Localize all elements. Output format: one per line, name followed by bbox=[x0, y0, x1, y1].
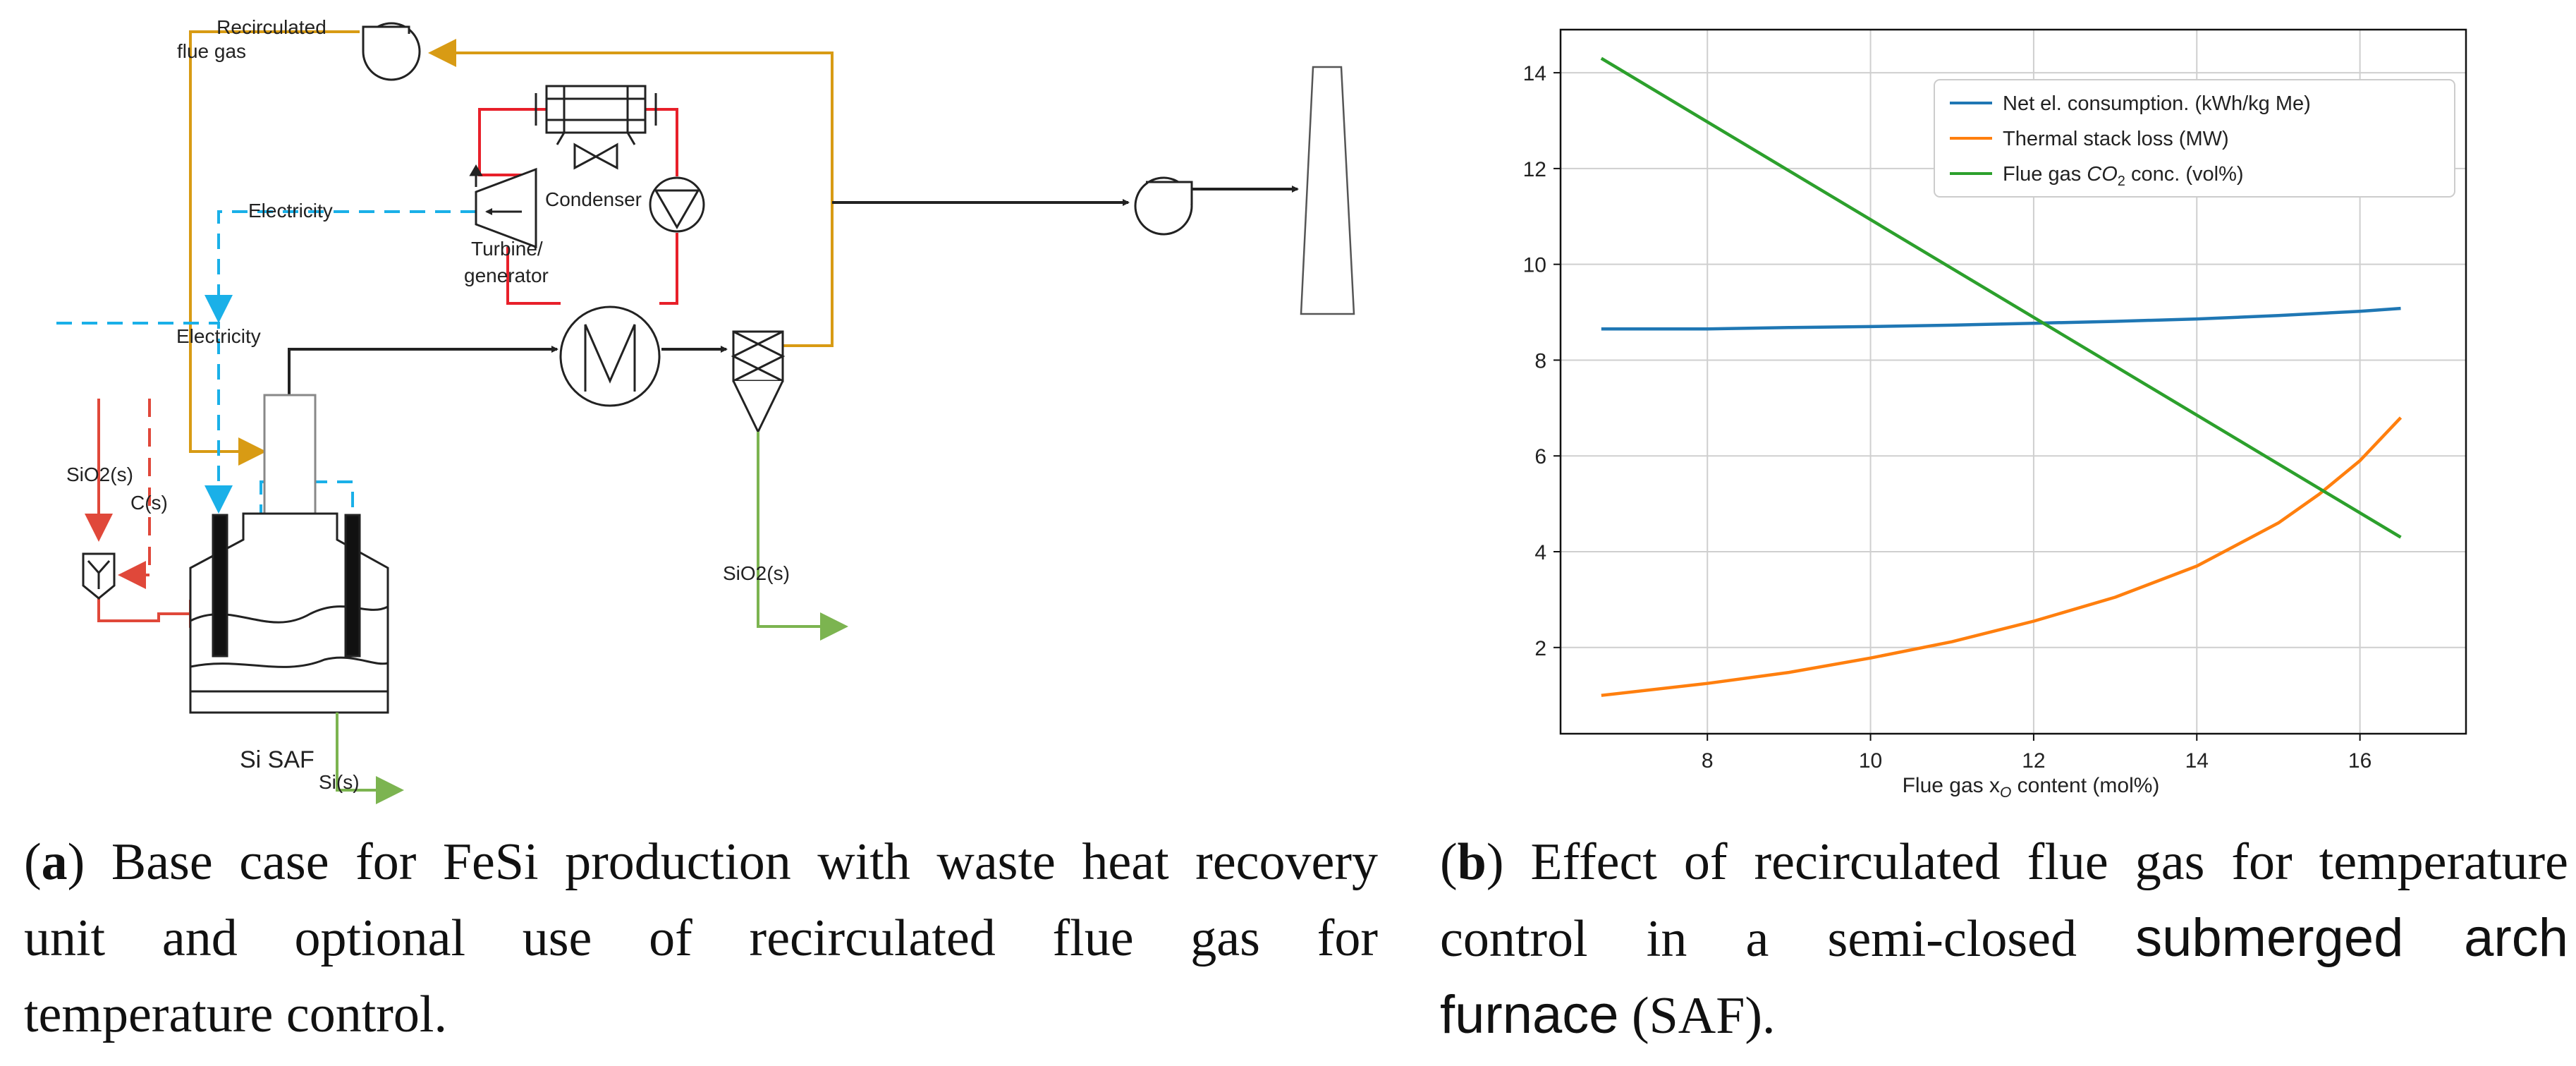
legend-box bbox=[1934, 79, 2455, 198]
process-flow-diagram: Recirculated flue gas Electricity Electr… bbox=[56, 16, 1355, 804]
turbine-generator-icon bbox=[469, 164, 537, 249]
caption-a-line-1: (a) Base case for FeSi production with w… bbox=[24, 833, 1378, 891]
x-axis-ticks: 8 10 12 14 16 bbox=[1702, 734, 2371, 773]
flue-gas-line bbox=[288, 186, 1299, 395]
condenser-icon bbox=[535, 85, 657, 170]
stack-icon bbox=[1300, 66, 1355, 315]
caption-a-text-1: Base case for FeSi production with waste… bbox=[111, 833, 1378, 891]
caption-b-label: b bbox=[1457, 833, 1487, 891]
exhaust-fan-icon bbox=[1134, 176, 1193, 236]
x-tick-label: 14 bbox=[2185, 749, 2209, 773]
caption-a-line-3: temperature control. bbox=[24, 986, 447, 1043]
caption-a-line-2: unit and optional use of recirculated fl… bbox=[24, 909, 1378, 967]
series-line-thermal-stack-loss bbox=[1601, 416, 2403, 697]
recirculation-fan-icon bbox=[362, 22, 421, 81]
recirculated-flue-gas-label-2: flue gas bbox=[177, 40, 246, 62]
x-axis-label: Flue gas xO content (mol%) bbox=[1903, 774, 2160, 801]
feed-hopper-icon bbox=[82, 552, 116, 600]
si-product-line bbox=[336, 713, 404, 804]
chart-series bbox=[1600, 56, 2403, 697]
caption-a: (a) Base case for FeSi production with w… bbox=[24, 824, 1378, 1053]
legend-label-net-el: Net el. consumption. (kWh/kg Me) bbox=[2003, 92, 2311, 115]
sio2-offtake-label: SiO2(s) bbox=[723, 562, 790, 584]
caption-b-text-3-sans: furnace bbox=[1440, 985, 1619, 1045]
caption-b-text-3: (SAF). bbox=[1632, 987, 1776, 1045]
caption-b-text-2: control in a semi-closed bbox=[1440, 910, 2077, 968]
furnace-icon bbox=[189, 394, 389, 714]
si-product-label: Si(s) bbox=[319, 771, 360, 793]
series-line-co2-conc bbox=[1600, 56, 2402, 539]
legend-label-stack-loss: Thermal stack loss (MW) bbox=[2003, 128, 2229, 150]
caption-b-line-1: (b) Effect of recirculated flue gas for … bbox=[1440, 833, 2568, 891]
x-tick-label: 12 bbox=[2022, 749, 2045, 773]
x-tick-label: 8 bbox=[1702, 749, 1714, 773]
caption-b-line-2: control in a semi-closed submerged arch bbox=[1440, 900, 2568, 977]
plot-frame bbox=[1559, 28, 2467, 735]
line-chart: 8 10 12 14 16 2 4 6 8 10 12 14 Net el. consumption… bbox=[1523, 28, 2467, 801]
caption-b-text-1: Effect of recirculated flue gas for temp… bbox=[1530, 833, 2568, 891]
feed-lines bbox=[85, 399, 217, 628]
y-axis-ticks: 2 4 6 8 10 12 14 bbox=[1523, 62, 1561, 660]
x-tick-label: 16 bbox=[2348, 749, 2371, 773]
carbon-feed-label: C(s) bbox=[130, 492, 168, 514]
sio2-offtake-line bbox=[757, 432, 848, 641]
series-line-net-el-consumption bbox=[1601, 306, 2401, 331]
turbine-label-2: generator bbox=[464, 265, 549, 286]
electricity-left-label: Electricity bbox=[176, 325, 261, 347]
furnace-label: Si SAF bbox=[240, 746, 315, 773]
sio2-feed-label: SiO2(s) bbox=[66, 464, 133, 485]
x-tick-label: 10 bbox=[1859, 749, 1882, 773]
y-tick-label: 8 bbox=[1534, 349, 1546, 373]
y-tick-label: 6 bbox=[1534, 445, 1546, 468]
caption-b-line-3: furnace (SAF). bbox=[1440, 977, 2568, 1054]
y-tick-label: 10 bbox=[1523, 254, 1546, 277]
caption-b-text-2-sans: submerged arch bbox=[2135, 908, 2568, 968]
caption-a-label: a bbox=[41, 833, 68, 891]
cyclone-filter-icon bbox=[731, 330, 786, 435]
recirculated-flue-gas-line bbox=[189, 30, 834, 466]
condenser-label: Condenser bbox=[545, 188, 642, 210]
pump-icon bbox=[649, 176, 705, 233]
turbine-label-1: Turbine/ bbox=[471, 238, 543, 260]
y-tick-label: 2 bbox=[1534, 637, 1546, 660]
y-tick-label: 4 bbox=[1534, 541, 1546, 564]
heat-exchanger-icon bbox=[559, 305, 661, 407]
legend-label-co2: Flue gas CO2 conc. (vol%) bbox=[2003, 163, 2244, 189]
caption-b: (b) Effect of recirculated flue gas for … bbox=[1440, 824, 2568, 1054]
chart-legend: Net el. consumption. (kWh/kg Me) Thermal… bbox=[1934, 79, 2455, 198]
electricity-top-label: Electricity bbox=[248, 200, 333, 222]
y-tick-label: 12 bbox=[1523, 158, 1546, 181]
recirculated-flue-gas-label-1: Recirculated bbox=[216, 16, 326, 38]
y-tick-label: 14 bbox=[1523, 62, 1546, 85]
